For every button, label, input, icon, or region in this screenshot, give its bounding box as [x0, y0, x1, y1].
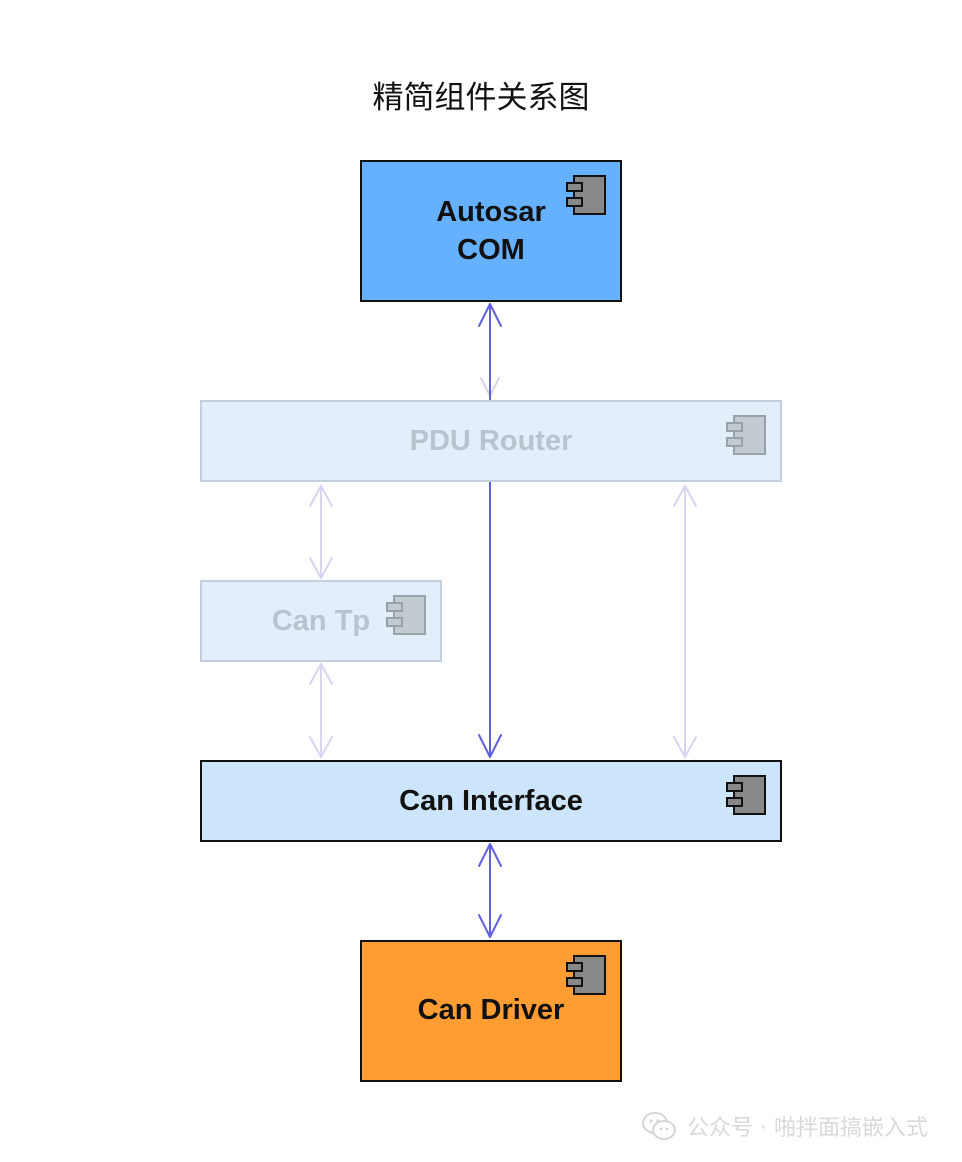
arrow-pdu-router-can-tp	[309, 485, 333, 579]
component-label-autosar-com: Autosar COM	[436, 193, 546, 269]
uml-component-icon	[726, 775, 766, 815]
component-can-driver[interactable]: Can Driver	[360, 940, 622, 1082]
component-label-can-tp: Can Tp	[271, 605, 371, 637]
watermark: 公众号 · 啪拌面搞嵌入式	[641, 1110, 928, 1142]
arrow-pdu-router-can-interface	[673, 485, 697, 758]
component-label-line1: Autosar	[436, 196, 546, 228]
component-pdu-router[interactable]: PDU Router	[200, 400, 782, 482]
arrow-can-tp-can-interface	[309, 663, 333, 758]
uml-component-icon	[566, 955, 606, 995]
uml-component-icon	[566, 175, 606, 215]
uml-component-icon	[726, 415, 766, 455]
component-can-interface[interactable]: Can Interface	[200, 760, 782, 842]
component-label-can-interface: Can Interface	[399, 785, 583, 817]
component-label-line2: COM	[457, 234, 525, 266]
component-label-can-driver: Can Driver	[417, 994, 565, 1026]
component-autosar-com[interactable]: Autosar COM	[360, 160, 622, 302]
arrow-can-interface-can-driver	[478, 843, 502, 938]
arrow-com-can-interface	[478, 303, 502, 758]
diagram-title: 精简组件关系图	[372, 80, 590, 116]
uml-component-icon	[386, 595, 426, 635]
watermark-text: 公众号 · 啪拌面搞嵌入式	[687, 1116, 928, 1141]
component-label-pdu-router: PDU Router	[409, 425, 573, 457]
component-can-tp[interactable]: Can Tp	[200, 580, 442, 662]
wechat-icon	[642, 1112, 677, 1140]
